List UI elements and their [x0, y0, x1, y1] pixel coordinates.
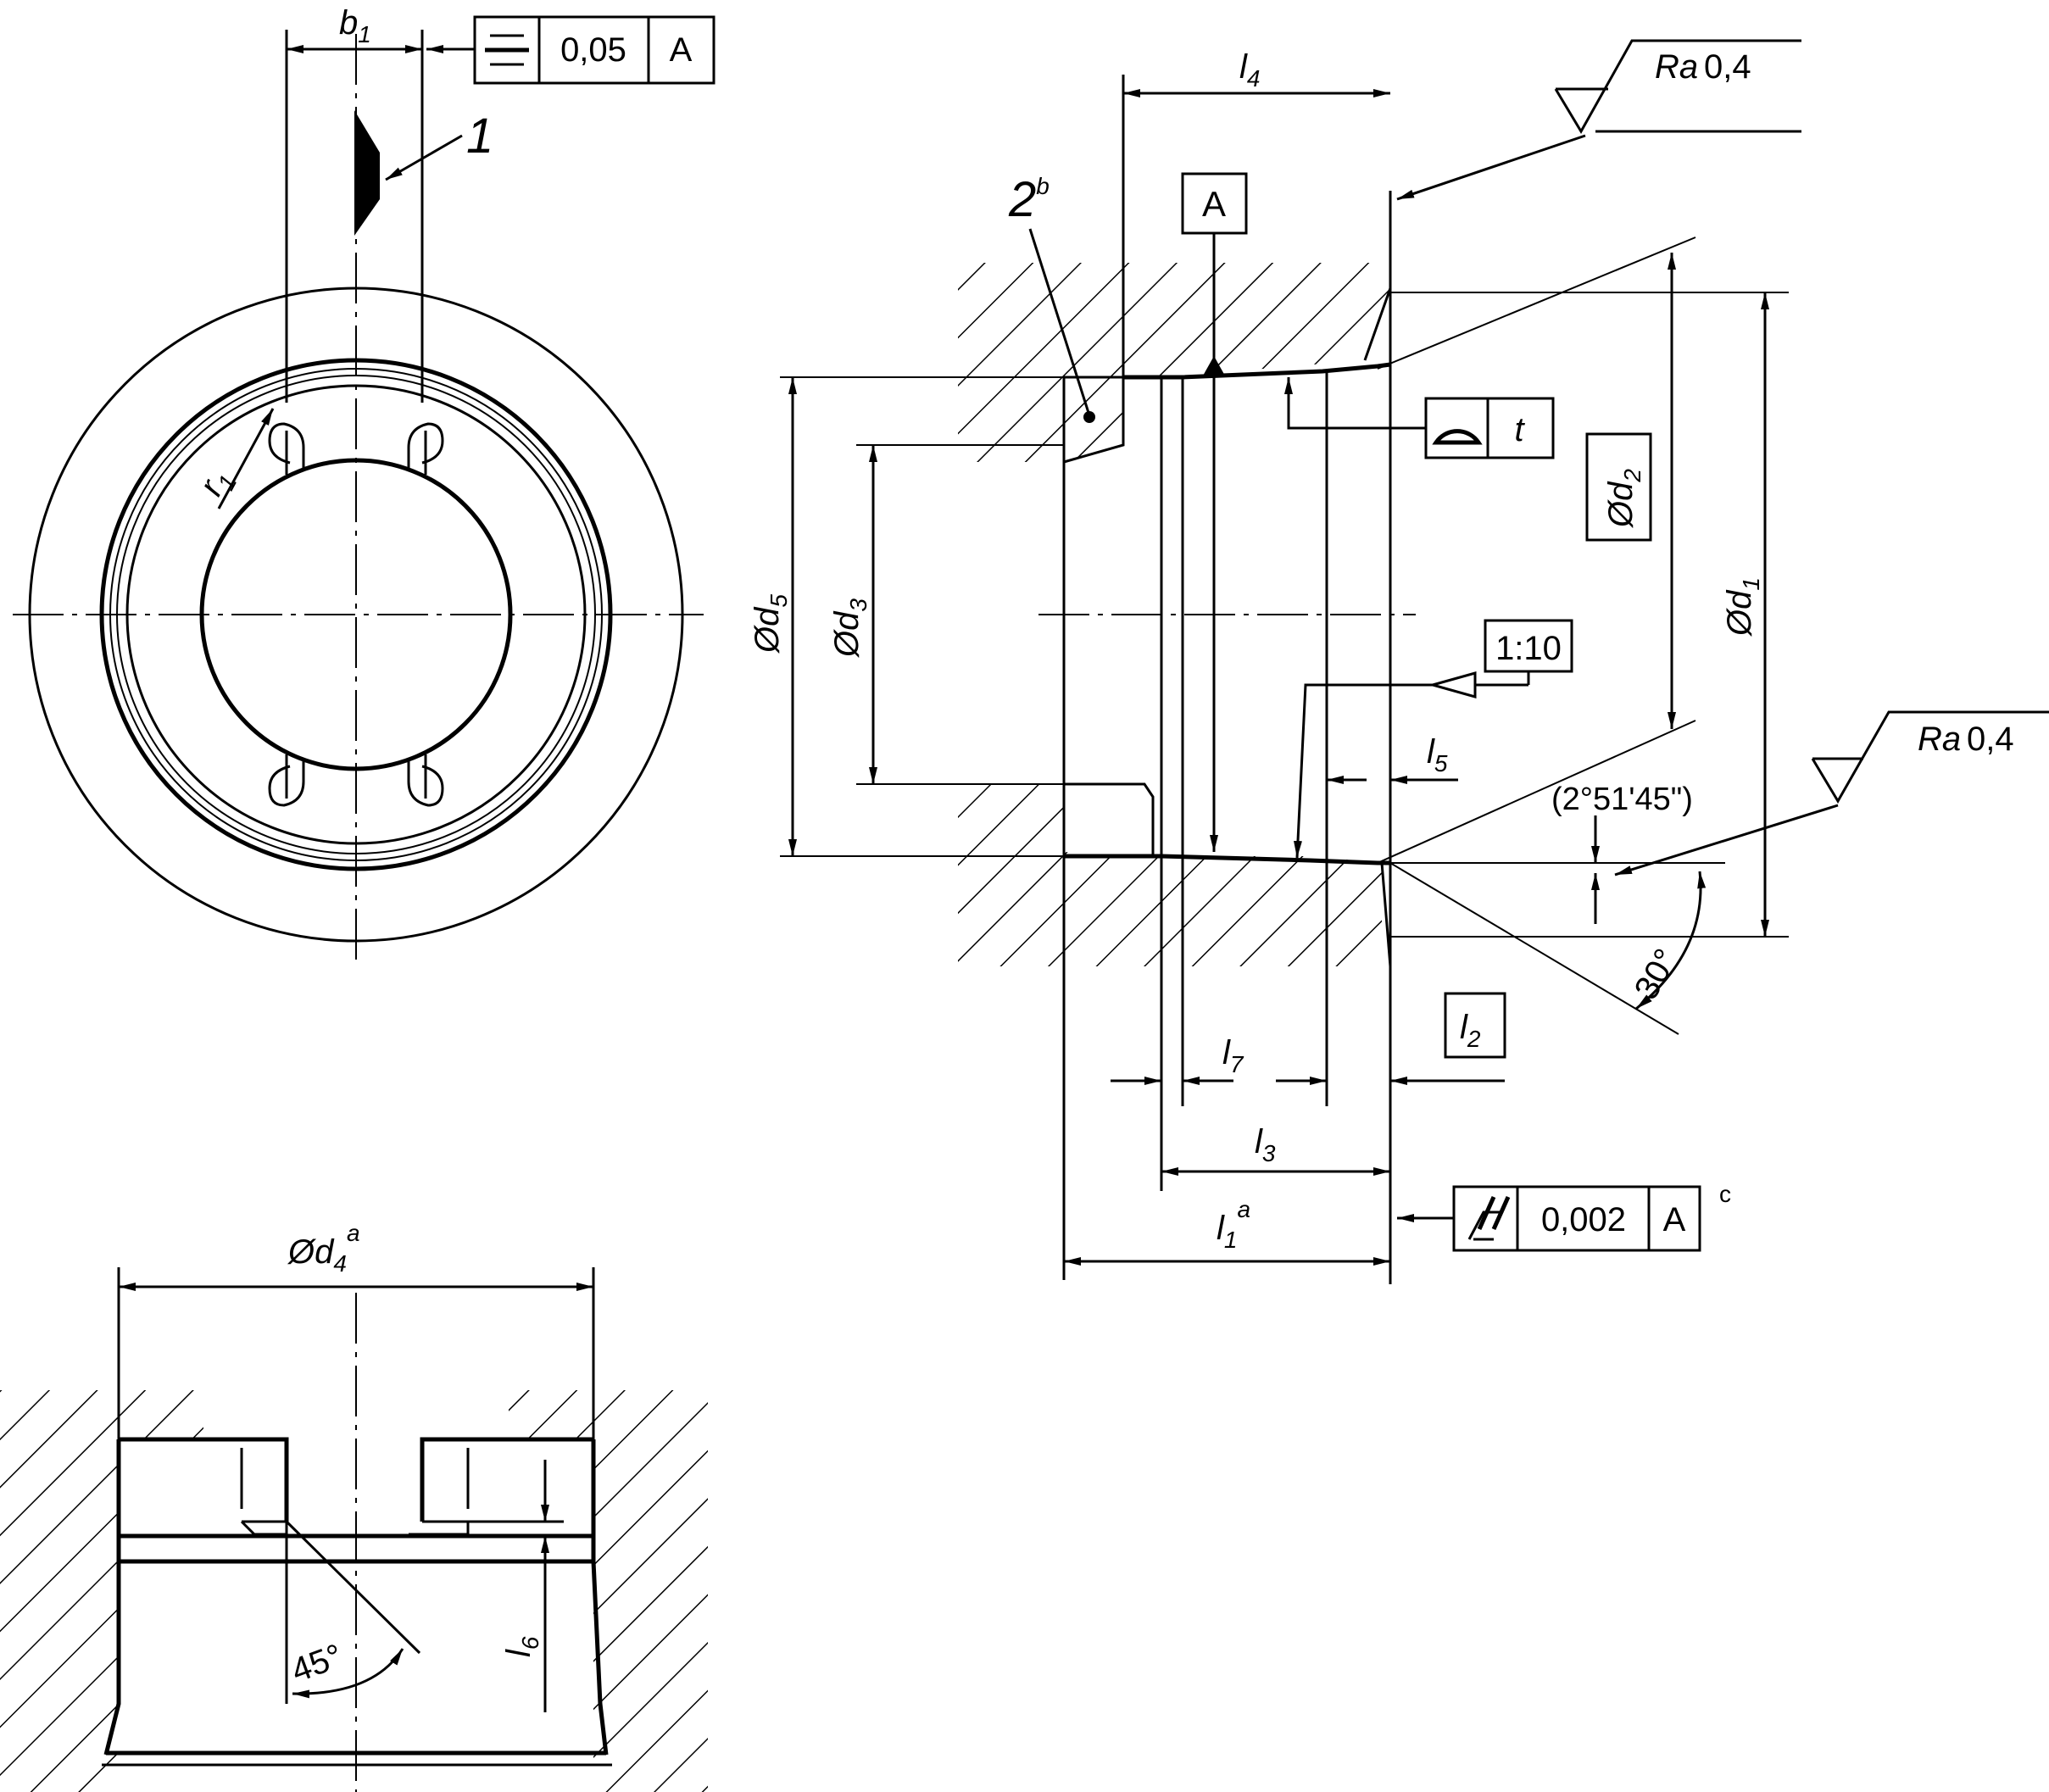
hatch-top-left-block: [119, 1390, 203, 1439]
marking-symbol: [354, 110, 380, 236]
surface-roughness-top: Ra 0,4: [1396, 39, 1801, 201]
outer-circle: [28, 287, 684, 943]
key-right-chamfer: [409, 1520, 470, 1536]
l1-label: l1a: [1217, 1196, 1250, 1253]
front-view: b1 0,05 A 1 r1: [13, 4, 715, 962]
callout-2: 2b: [1008, 172, 1050, 227]
bottom-part-top-right: [420, 1437, 593, 1522]
bore-circle-outer: [99, 358, 613, 871]
svg-text:0,4: 0,4: [1704, 48, 1751, 86]
symmetry-icon: [485, 34, 529, 66]
callout-2-dot: [1083, 411, 1095, 423]
taper-indicator: 1:10: [1293, 619, 1573, 859]
key-left-chamfer: [240, 1520, 288, 1536]
bottom-part-top-left: [119, 1437, 289, 1522]
hatch-bottom-right: [593, 1390, 708, 1792]
l2-box: [1444, 992, 1506, 1059]
hatch-bottom: [958, 784, 1382, 966]
section-view: l4 Ra 0,4 A 2b t: [749, 39, 2049, 1284]
bore-circle-2: [109, 368, 603, 861]
symmetry-datum: A: [670, 31, 693, 69]
profile-of-surface-icon: [1432, 429, 1483, 445]
slot-left-bottom: [268, 759, 305, 807]
center-disk: [199, 458, 513, 771]
b1-label: b1: [339, 4, 371, 47]
l7-label: l7: [1222, 1034, 1244, 1077]
d5-label: Ød5: [749, 594, 792, 654]
bottom-detail-view: Ød4a 45° l6: [0, 1220, 708, 1792]
l5-label: l5: [1427, 733, 1448, 776]
symmetry-tolerance-frame: 0,05 A: [473, 15, 715, 85]
angle-45-label: 45°: [287, 1637, 348, 1689]
svg-text:A: A: [1202, 184, 1226, 224]
svg-text:c: c: [1719, 1181, 1731, 1207]
angle-small-label: (2°51'45"): [1551, 782, 1693, 817]
angle-30-arc: [1635, 871, 1707, 1010]
pocket-bottom: [1064, 782, 1155, 856]
bore-circle-3: [116, 375, 596, 854]
total-runout-icon: [1467, 1195, 1511, 1241]
d4-label: Ød4a: [287, 1220, 360, 1277]
l3-label: l3: [1255, 1123, 1276, 1166]
slot-left-top: [268, 422, 305, 470]
callout-1-leader: [385, 134, 463, 181]
hatch-bottom-left: [0, 1390, 119, 1792]
svg-text:1:10: 1:10: [1495, 630, 1562, 667]
bore-outline-top: [1123, 362, 1391, 380]
d3-label: Ød3: [828, 598, 871, 659]
datum-a-box: A: [1181, 172, 1248, 852]
angle-30-label: 30°: [1628, 943, 1685, 1005]
svg-text:t: t: [1514, 411, 1525, 448]
datum-triangle-icon: [1202, 356, 1226, 377]
slot-right-top: [407, 422, 444, 470]
r1-label: r1: [192, 463, 242, 504]
slot-right-bottom: [407, 759, 444, 807]
lower-left-taper: [103, 1561, 121, 1756]
svg-text:0,4: 0,4: [1967, 721, 2014, 758]
l6-label: l6: [500, 1636, 543, 1657]
ext-30-line: [1389, 862, 1679, 1035]
hatch-top: [958, 263, 1390, 462]
d1-label: Ød1: [1721, 577, 1764, 637]
symmetry-value: 0,05: [560, 31, 626, 69]
l4-label: l4: [1239, 48, 1260, 92]
l2-label: l2: [1460, 1009, 1481, 1052]
callout-2-leader: [1028, 228, 1091, 416]
svg-text:Ra: Ra: [1918, 721, 1961, 758]
pocket-top: [1063, 376, 1125, 464]
bore-circle-inner: [125, 384, 587, 845]
surface-roughness-bottom: Ra 0,4: [1614, 710, 2049, 877]
callout-1: 1: [466, 109, 493, 164]
runout-tolerance-frame: 0,002 A c: [1397, 1181, 1731, 1252]
svg-text:0,002: 0,002: [1541, 1201, 1626, 1238]
d2-box: [1585, 432, 1652, 542]
angle-45-line: [285, 1520, 421, 1655]
chamfer-top: [1363, 287, 1392, 361]
ext-cone-top: [1377, 237, 1696, 370]
hatch-top-right-block: [509, 1390, 593, 1439]
lower-right-taper: [591, 1561, 609, 1756]
r1-leader: [217, 408, 275, 509]
svg-text:A: A: [1663, 1201, 1686, 1238]
svg-text:Ra: Ra: [1655, 48, 1698, 86]
profile-tolerance-frame: t: [1284, 377, 1555, 459]
chamfer-bottom: [1380, 862, 1392, 967]
d2-label: Ød2: [1602, 469, 1645, 529]
angle-45-arc: [292, 1648, 404, 1699]
ext-cone-bottom: [1377, 720, 1696, 864]
